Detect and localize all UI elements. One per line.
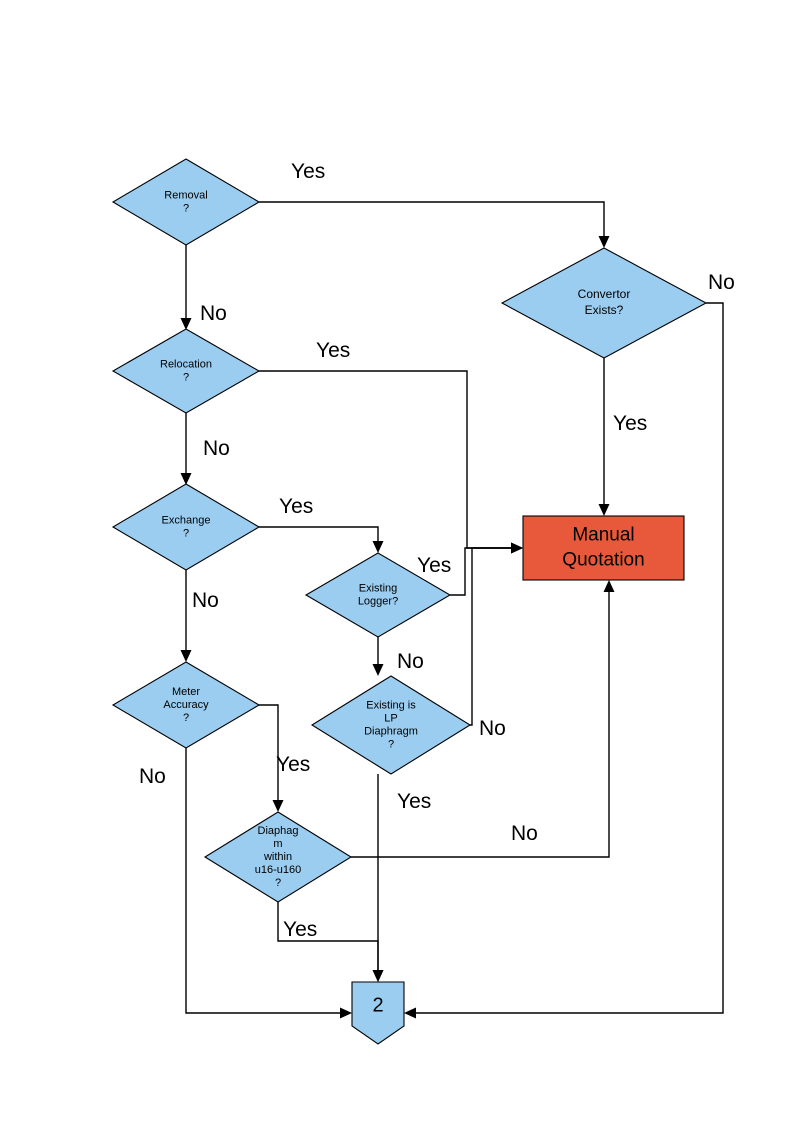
manual-quotation-box-shape <box>522 515 685 581</box>
removal-decision-label-line-0: Removal <box>164 189 207 201</box>
convertor-exists-decision-shape <box>500 247 708 359</box>
edge-label-removal-no: No <box>200 302 227 325</box>
edge-label-convertor-no-return: No <box>511 822 538 845</box>
edge-exchange-yes-to-existing-logger-arrowhead <box>372 541 384 553</box>
edge-label-existing-logger-yes: Yes <box>417 554 451 577</box>
edge-meter-accuracy-yes-to-diaphragm-range-arrowhead <box>272 800 284 812</box>
removal-decision-shape <box>111 158 261 246</box>
edge-label-existing-logger-no: No <box>397 650 424 673</box>
edge-lp-diaphragm-no-to-manual-quotation-arrowhead <box>511 542 523 554</box>
edge-diaphragm-range-yes-to-connector-2-arrowhead <box>372 970 384 982</box>
meter-accuracy-decision-label-line-0: Meter <box>172 686 200 698</box>
edge-exchange-no-to-meter-accuracy-arrowhead <box>180 650 192 662</box>
edge-label-exchange-no: No <box>192 589 219 612</box>
edge-removal-yes-to-convertor <box>259 201 610 248</box>
diaphragm-range-decision-label-line-0: Diaphag <box>258 825 299 837</box>
edge-existing-logger-no-to-lp-diaphragm <box>372 637 384 676</box>
removal-decision[interactable]: Removal? <box>111 158 261 246</box>
manual-quotation-box-label-line-1: Quotation <box>562 550 644 571</box>
edge-convertor-no-to-connector-2-arrowhead <box>404 1007 416 1019</box>
edge-removal-no-to-relocation <box>180 245 192 330</box>
exchange-decision-shape <box>111 483 261 571</box>
meter-accuracy-decision-label-line-1: Accuracy <box>163 699 209 711</box>
convertor-exists-decision-label-line-0: Convertor <box>578 287 631 301</box>
exchange-decision-label-line-0: Exchange <box>162 514 211 526</box>
edge-exchange-yes-to-existing-logger <box>259 526 384 553</box>
diaphragm-range-decision-shape <box>203 811 353 903</box>
edge-label-meter-accuracy-yes: Yes <box>276 753 310 776</box>
removal-decision-label-line-1: ? <box>183 202 189 214</box>
edge-label-diaphragm-range-yes: Yes <box>283 918 317 941</box>
exchange-decision-label-line-1: ? <box>183 527 189 539</box>
edge-diaphragm-range-yes-to-connector-2 <box>277 902 384 982</box>
diaphragm-range-decision-label-line-1: m <box>273 838 282 850</box>
edge-convertor-yes-to-manual-quotation-arrowhead <box>598 504 610 516</box>
edge-lp-diaphragm-no-to-manual-quotation <box>470 542 523 726</box>
diaphragm-range-decision-label-line-4: ? <box>275 877 281 889</box>
edge-relocation-no-to-exchange-arrowhead <box>180 473 192 485</box>
edge-label-lp-diaphragm-yes: Yes <box>397 790 431 813</box>
edge-label-convertor-no: No <box>708 271 735 294</box>
offpage-connector-2-shape <box>351 981 405 1045</box>
diaphragm-range-decision-label-line-2: within <box>263 851 292 863</box>
meter-accuracy-decision-shape <box>111 661 261 749</box>
existing-lp-diaphragm-decision-label-line-3: ? <box>388 738 394 750</box>
edge-relocation-no-to-exchange <box>180 413 192 485</box>
edge-exchange-no-to-meter-accuracy <box>180 570 192 662</box>
relocation-decision-shape <box>111 328 261 414</box>
edge-meter-accuracy-no-to-connector-2 <box>185 748 352 1019</box>
edge-convertor-no-to-connector-2 <box>404 302 724 1019</box>
diaphragm-range-decision-label-line-3: u16-u160 <box>255 864 302 876</box>
edge-label-exchange-yes: Yes <box>279 495 313 518</box>
edges-layer <box>180 201 724 1019</box>
edge-removal-yes-to-convertor-arrowhead <box>598 236 610 248</box>
existing-lp-diaphragm-decision-shape <box>310 675 472 775</box>
edge-label-lp-diaphragm-no: No <box>479 717 506 740</box>
meter-accuracy-decision-label-line-2: ? <box>183 712 189 724</box>
edge-diaphragm-range-no-to-manual-return-arrowhead <box>603 580 615 592</box>
edge-label-removal-yes: Yes <box>291 160 325 183</box>
edge-label-meter-accuracy-no: No <box>139 765 166 788</box>
edge-label-relocation-no: No <box>203 437 230 460</box>
relocation-decision-label-line-1: ? <box>183 371 189 383</box>
edge-meter-accuracy-yes-to-diaphragm-range <box>259 704 284 812</box>
relocation-decision-label-line-0: Relocation <box>160 358 212 370</box>
offpage-connector-2-label-line-0: 2 <box>372 994 383 1016</box>
existing-lp-diaphragm-decision-label-line-2: Diaphragm <box>364 725 418 737</box>
edge-diaphragm-range-no-to-manual-return <box>351 580 615 858</box>
edge-relocation-yes-to-manual-quotation <box>259 370 523 554</box>
existing-logger-decision-label-line-0: Existing <box>359 582 398 594</box>
edge-meter-accuracy-no-to-connector-2-arrowhead <box>340 1007 352 1019</box>
existing-logger-decision-shape <box>304 552 452 638</box>
exchange-decision[interactable]: Exchange? <box>111 483 261 571</box>
edge-convertor-yes-to-manual-quotation <box>598 358 610 516</box>
existing-logger-decision-label-line-1: Logger? <box>358 595 398 607</box>
existing-lp-diaphragm-decision-label-line-1: LP <box>384 712 397 724</box>
nodes-layer: Removal?Relocation?Exchange?MeterAccurac… <box>111 158 708 1045</box>
edge-label-convertor-yes: Yes <box>613 412 647 435</box>
edge-existing-logger-no-to-lp-diaphragm-arrowhead <box>372 664 384 676</box>
edge-label-relocation-yes: Yes <box>316 339 350 362</box>
manual-quotation-box-label-line-0: Manual <box>572 525 634 546</box>
existing-lp-diaphragm-decision-label-line-0: Existing is <box>366 699 416 711</box>
edge-removal-no-to-relocation-arrowhead <box>180 318 192 330</box>
relocation-decision[interactable]: Relocation? <box>111 328 261 414</box>
convertor-exists-decision-label-line-1: Exists? <box>585 303 624 317</box>
offpage-connector-2[interactable]: 2 <box>351 981 405 1045</box>
